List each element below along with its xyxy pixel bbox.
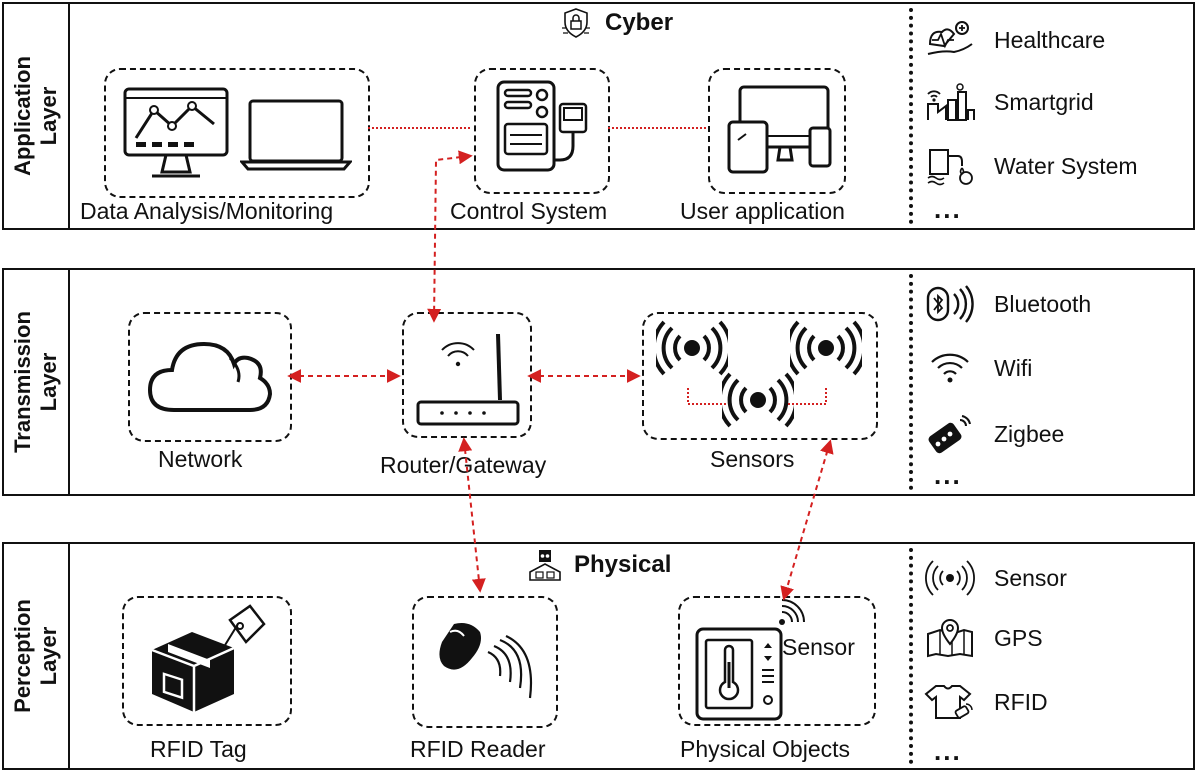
side-item-healthcare: Healthcare bbox=[924, 20, 1105, 60]
sensors-label: Sensors bbox=[710, 446, 795, 472]
sensor-inline-label: Sensor bbox=[782, 634, 855, 660]
cyber-banner: Cyber bbox=[559, 6, 673, 40]
rfid-reader-icon bbox=[439, 623, 532, 699]
network-label: Network bbox=[158, 446, 243, 472]
data-analysis-label: Data Analysis/Monitoring bbox=[80, 198, 334, 224]
side-item-wifi: Wifi bbox=[924, 348, 1032, 388]
tshirt-tag-icon bbox=[924, 685, 973, 719]
side-item-bluetooth: Bluetooth bbox=[924, 284, 1091, 324]
application-layer-label: Application Layer bbox=[4, 4, 70, 228]
layer-separator bbox=[909, 8, 913, 224]
bluetooth-icon bbox=[926, 285, 974, 323]
rfid-tag-label: RFID Tag bbox=[150, 736, 247, 762]
control-system-box[interactable] bbox=[474, 68, 610, 194]
rfid-reader-box[interactable] bbox=[412, 596, 558, 728]
side-item-gps: GPS bbox=[924, 618, 1043, 658]
physical-banner: Physical bbox=[528, 548, 671, 582]
router-label: Router/Gateway bbox=[380, 452, 547, 478]
control-panel-icon bbox=[496, 80, 588, 172]
remote-control-icon bbox=[928, 415, 971, 454]
control-system-label: Control System bbox=[450, 198, 608, 224]
sensor-icon bbox=[925, 560, 975, 596]
user-application-box[interactable] bbox=[708, 68, 846, 194]
smartgrid-icon bbox=[927, 83, 975, 121]
gps-map-icon bbox=[927, 619, 973, 658]
side-item-rfid: RFID bbox=[924, 682, 1048, 722]
user-application-label: User application bbox=[680, 198, 845, 224]
transmission-layer-label: Transmission Layer bbox=[4, 270, 70, 494]
side-item-sensor: Sensor bbox=[924, 558, 1067, 598]
perception-layer: Perception Layer Physical bbox=[2, 542, 1195, 770]
side-item-zigbee: Zigbee bbox=[924, 414, 1064, 454]
laptop-icon bbox=[240, 99, 352, 171]
transmission-more: ... bbox=[934, 460, 962, 490]
wireless-signal-icon bbox=[779, 599, 805, 625]
sensor-signal-icon bbox=[790, 320, 862, 376]
healthcare-icon bbox=[927, 21, 973, 55]
perception-layer-label: Perception Layer bbox=[4, 544, 70, 768]
transmission-layer: Transmission Layer Network Router/Gatewa… bbox=[2, 268, 1195, 496]
monitor-chart-icon bbox=[123, 87, 229, 178]
application-more: ... bbox=[934, 194, 962, 224]
package-tag-icon bbox=[151, 604, 266, 712]
layer-separator bbox=[909, 548, 913, 764]
side-item-smartgrid: Smartgrid bbox=[924, 82, 1094, 122]
rfid-tag-box[interactable] bbox=[122, 596, 292, 726]
data-analysis-box[interactable] bbox=[104, 68, 370, 198]
sensor-signal-icon bbox=[722, 372, 794, 428]
perception-more: ... bbox=[934, 736, 962, 766]
skull-hacker-icon bbox=[529, 550, 561, 581]
devices-icon bbox=[727, 85, 832, 174]
layer-separator bbox=[909, 274, 913, 490]
physical-objects-label: Physical Objects bbox=[680, 736, 851, 762]
thermostat-icon bbox=[695, 627, 783, 721]
side-item-water-system: Water System bbox=[924, 146, 1138, 186]
router-icon bbox=[416, 333, 520, 426]
cloud-icon bbox=[147, 341, 273, 412]
wifi-icon bbox=[931, 353, 969, 383]
shield-lock-icon bbox=[562, 8, 590, 38]
sensor-signal-icon bbox=[656, 320, 728, 376]
rfid-reader-label: RFID Reader bbox=[410, 736, 546, 762]
water-system-icon bbox=[927, 149, 973, 186]
application-layer: Application Layer Cyber bbox=[2, 2, 1195, 230]
physical-objects-box[interactable] bbox=[678, 596, 876, 726]
sensors-box[interactable] bbox=[642, 312, 878, 440]
